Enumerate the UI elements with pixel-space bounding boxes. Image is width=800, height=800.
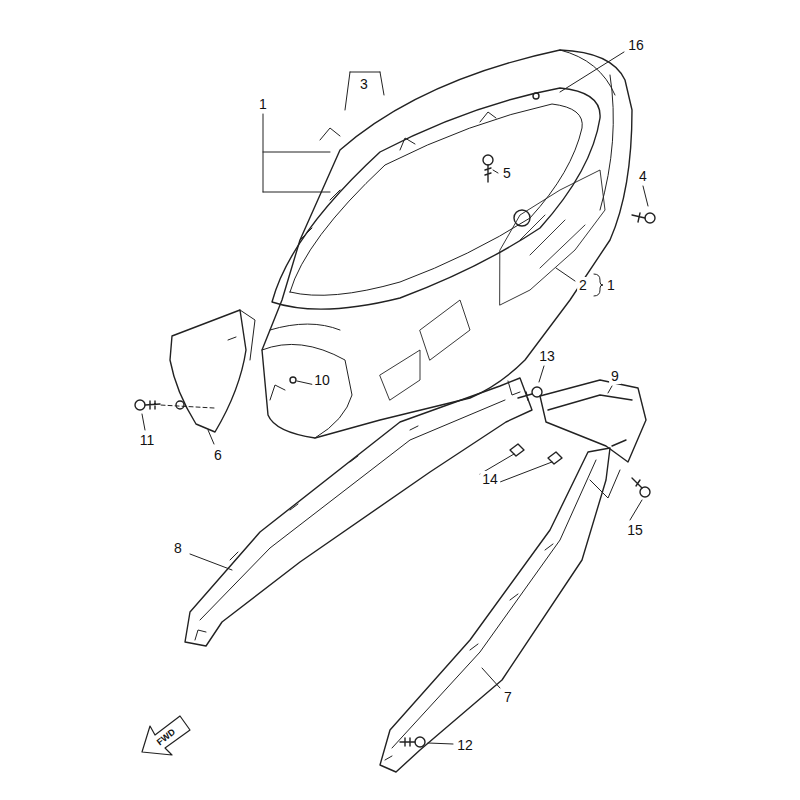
seat-opening — [272, 88, 600, 309]
callout-number: 8 — [172, 540, 184, 556]
callout-number: 12 — [455, 737, 475, 753]
side-cover-left-ridge — [385, 460, 596, 760]
side-cover-left — [380, 448, 610, 772]
front-panel — [170, 310, 246, 432]
seat-cover — [262, 50, 632, 438]
callout-number: 11 — [138, 432, 157, 448]
mount-tabs — [270, 112, 520, 400]
key-hole — [514, 210, 530, 226]
fwd-arrow — [142, 716, 190, 755]
rear-piece — [540, 380, 646, 462]
callout-number: 4 — [637, 168, 649, 184]
side-cover-right — [185, 378, 532, 646]
callout-number: 16 — [626, 37, 646, 53]
callout-number: 1 — [257, 96, 269, 112]
direction-label: FWD — [153, 724, 179, 749]
seat-inner-rim — [290, 104, 582, 295]
side-cover-right-ridge — [195, 400, 505, 640]
callout-number: 5 — [501, 165, 513, 181]
callout-number: 3 — [358, 76, 370, 92]
callout-number: 6 — [212, 447, 224, 463]
callout-number: 13 — [537, 348, 557, 364]
callout-number: 7 — [502, 689, 514, 705]
callout-number: 1 — [605, 277, 617, 293]
callout-number: 14 — [480, 471, 500, 487]
leader-lines — [142, 52, 648, 744]
callout-number: 2 — [577, 277, 589, 293]
callout-number: 15 — [625, 522, 645, 538]
side-decal — [380, 170, 605, 400]
bracket-guide — [590, 470, 620, 498]
callout-number: 9 — [609, 368, 621, 384]
front-face — [262, 324, 352, 438]
callout-number: 10 — [312, 372, 332, 388]
screws — [135, 93, 655, 747]
hole — [176, 401, 184, 409]
front-panel-edge — [228, 310, 255, 360]
clip — [510, 444, 562, 464]
